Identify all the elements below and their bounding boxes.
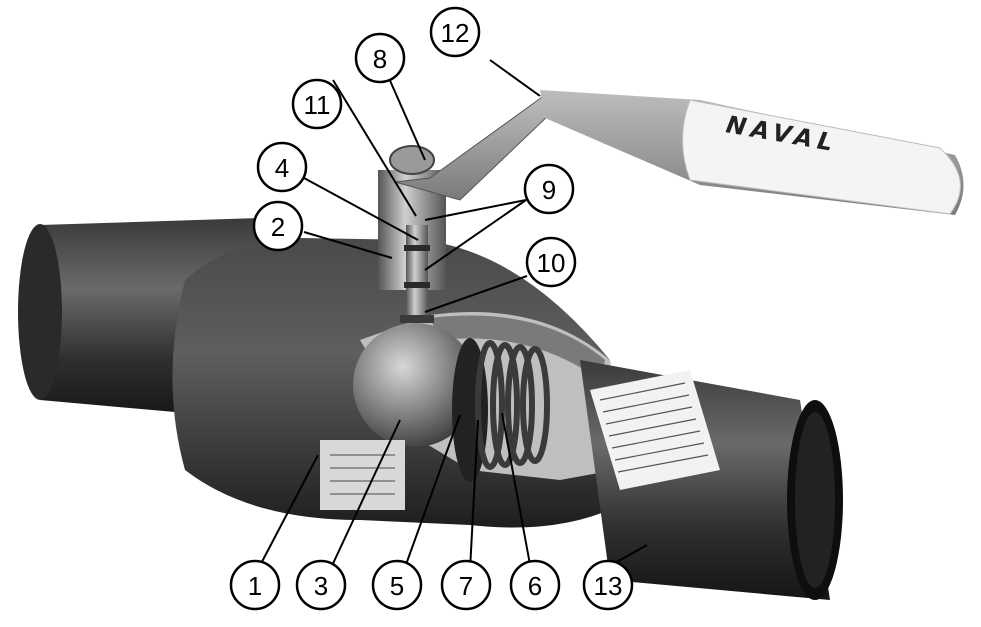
ball [353,323,477,447]
callout-3: 3 [295,559,347,611]
callout-11: 11 [291,78,343,130]
callout-1: 1 [229,559,281,611]
callout-6: 6 [509,559,561,611]
callout-4: 4 [256,141,308,193]
seal-and-spring [452,338,550,482]
callout-2: 2 [252,200,304,252]
svg-text:5: 5 [390,571,404,601]
svg-text:13: 13 [594,571,623,601]
callout-13: 13 [582,559,634,611]
callout-5: 5 [371,559,423,611]
svg-text:10: 10 [537,248,566,278]
handle-grip [682,99,961,215]
callout-7: 7 [440,559,492,611]
svg-text:3: 3 [314,571,328,601]
svg-text:4: 4 [275,153,289,183]
stem-nut [389,145,435,175]
callout-8: 8 [354,32,406,84]
leader-lines [254,59,648,576]
svg-text:9: 9 [542,175,556,205]
pipe-label-sticker [590,370,720,490]
callout-9: 9 [523,163,575,215]
stem [378,170,446,323]
callout-12: 12 [429,6,481,58]
svg-text:2: 2 [271,212,285,242]
callouts: 1 2 3 4 5 6 7 8 [229,6,634,611]
svg-text:8: 8 [373,44,387,74]
svg-text:1: 1 [248,571,262,601]
svg-text:6: 6 [528,571,542,601]
svg-text:7: 7 [459,571,473,601]
svg-text:11: 11 [304,90,331,120]
callout-10: 10 [525,236,577,288]
svg-text:12: 12 [441,18,470,48]
